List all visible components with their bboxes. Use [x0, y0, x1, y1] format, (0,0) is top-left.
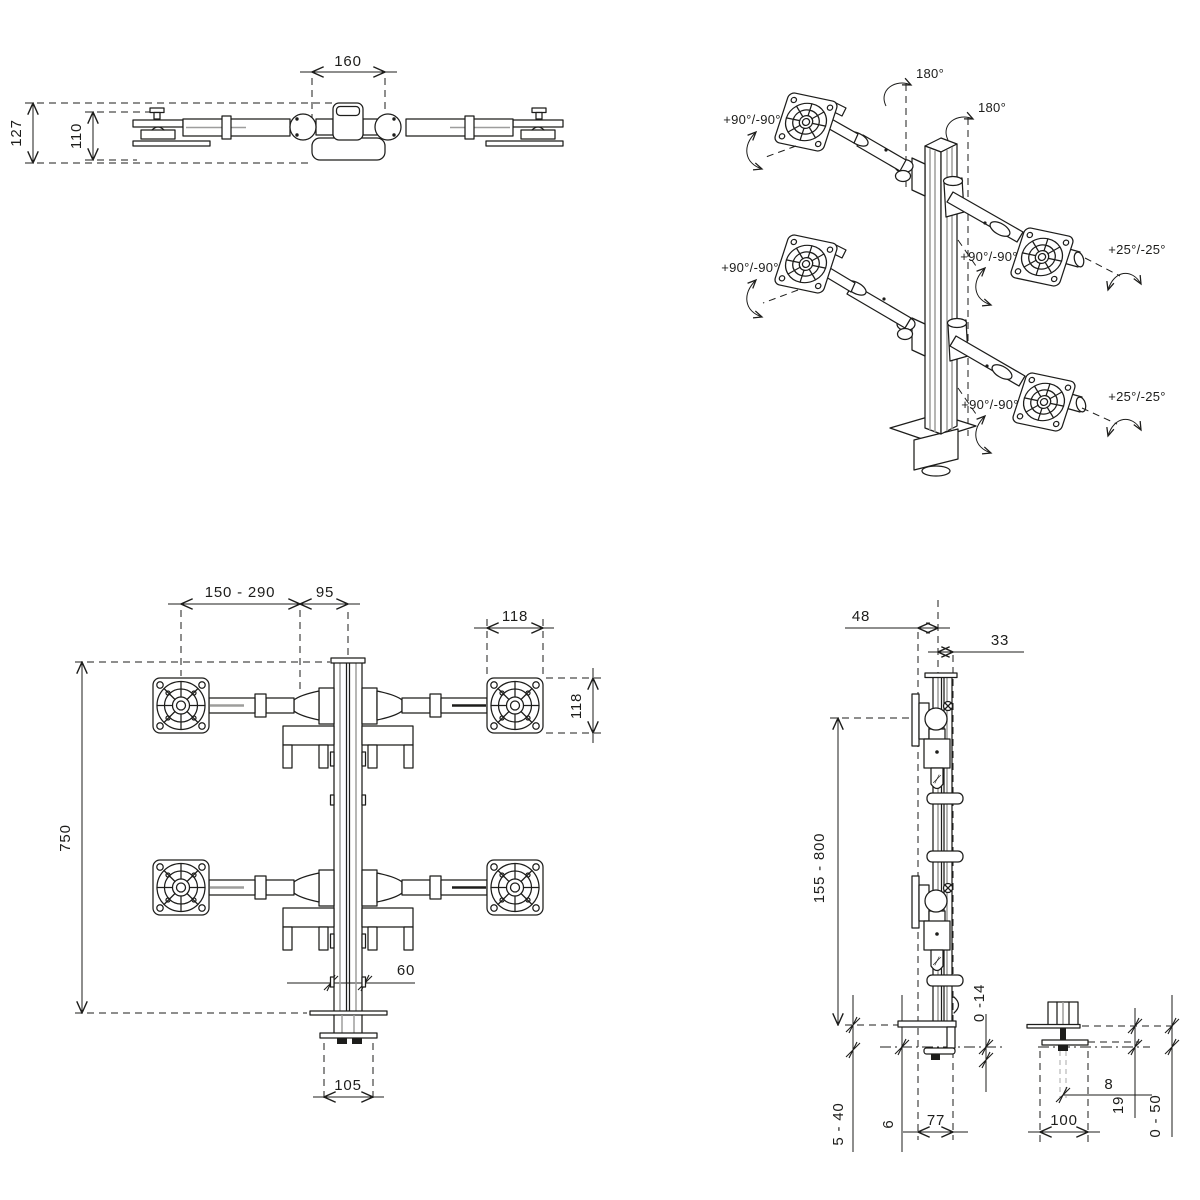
angle-label-tilt-lower-right: +25°/-25° — [1108, 389, 1166, 404]
iso-arm-upper-left — [772, 91, 926, 197]
dim-label-6: 6 — [880, 1119, 897, 1128]
dim-label-95: 95 — [316, 584, 334, 601]
dim-label-vesa-width: 118 — [502, 608, 528, 625]
dim-label-100: 100 — [1050, 1112, 1077, 1129]
dim-label-127: 127 — [8, 119, 25, 146]
column-front — [329, 657, 367, 1014]
dim-label-0-50: 0 - 50 — [1147, 1094, 1164, 1137]
top-arm-right — [405, 115, 514, 140]
angle-label-arm-upper-right: +90°/-90° — [960, 249, 1018, 264]
grommet-view: 8 19 0 - 50 100 — [1026, 995, 1180, 1143]
angle-label-arm-upper-left: +90°/-90° — [723, 112, 781, 127]
iso-arm-lower-left — [772, 233, 926, 357]
dim-label-19: 19 — [1110, 1096, 1127, 1114]
angle-label-pole-left: 180° — [916, 66, 944, 81]
desk-clamp-front — [309, 1010, 388, 1044]
iso-arm-upper-right — [942, 175, 1085, 288]
dim-label-33: 33 — [991, 632, 1009, 649]
cable-collar — [926, 850, 964, 863]
dim-label-0-14: 0 -14 — [971, 984, 988, 1022]
dim-label-48: 48 — [852, 608, 870, 625]
angle-label-tilt-upper-right: +25°/-25° — [1108, 242, 1166, 257]
side-view: 48 33 155 - 800 5 - 40 6 0 -14 77 — [811, 600, 1024, 1152]
dim-label-60: 60 — [397, 962, 415, 979]
dim-label-8: 8 — [1104, 1076, 1113, 1093]
top-arm-left — [182, 115, 291, 140]
iso-arm-lower-right — [946, 317, 1087, 433]
top-center-head — [289, 102, 402, 161]
isometric-view: 180° 180° +90°/-90° +90°/-90° +90°/-90° … — [721, 66, 1166, 477]
dim-label-110: 110 — [68, 123, 85, 149]
angle-label-arm-lower-right: +90°/-90° — [961, 397, 1019, 412]
dim-label-750: 750 — [57, 824, 74, 851]
column-isometric — [924, 137, 958, 435]
angle-label-pole-right: 180° — [978, 100, 1006, 115]
top-view: 160 127 110 — [8, 53, 564, 163]
front-view: 150 - 290 95 118 118 750 60 105 — [57, 584, 601, 1103]
dim-label-155-800: 155 - 800 — [811, 833, 828, 904]
angle-label-arm-lower-left: +90°/-90° — [721, 260, 779, 275]
dim-label-77: 77 — [927, 1112, 945, 1129]
dim-label-5-40: 5 - 40 — [830, 1102, 847, 1145]
dim-label-105: 105 — [334, 1077, 361, 1094]
top-monitor-left — [132, 107, 211, 147]
desk-clamp-side — [897, 996, 960, 1060]
dim-label-150-290: 150 - 290 — [205, 584, 276, 601]
top-monitor-right — [485, 107, 564, 147]
dim-label-vesa-height: 118 — [568, 693, 585, 719]
dim-label-160: 160 — [334, 53, 361, 70]
grommet-mount — [1026, 1001, 1089, 1051]
